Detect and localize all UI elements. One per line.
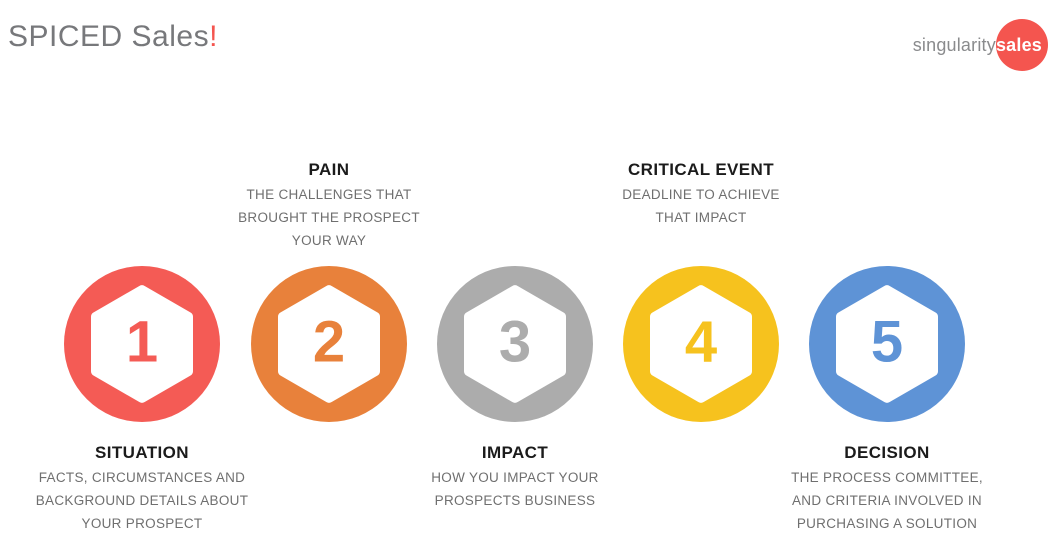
- step-badge: 5: [809, 266, 965, 422]
- step-text-below: SITUATION FACTS, CIRCUMSTANCES AND BACKGRO…: [27, 443, 257, 535]
- hexagon-icon: [650, 285, 752, 403]
- step: 3 IMPACT HOW YOU IMPACT YOUR PROSPECTS BUS…: [400, 0, 630, 550]
- step-text-below: IMPACT HOW YOU IMPACT YOUR PROSPECTS BUSIN…: [400, 443, 630, 512]
- step-badge: 4: [623, 266, 779, 422]
- logo-circle-icon: [996, 19, 1048, 71]
- step-description-line: THE PROCESS COMMITTEE,: [791, 470, 983, 485]
- step-description-line: BACKGROUND DETAILS ABOUT: [35, 493, 249, 508]
- step: 5 DECISION THE PROCESS COMMITTEE, AND CRIT…: [772, 0, 1002, 550]
- step-number: 3: [498, 309, 532, 375]
- hexagon-icon: [464, 285, 566, 403]
- page-title-exclamation: !: [209, 20, 218, 53]
- step-title: PAIN: [308, 160, 350, 179]
- step-number: 4: [684, 309, 718, 375]
- step-text-above: CRITICAL EVENT DEADLINE TO ACHIEVE THAT IM…: [586, 160, 816, 229]
- step-title: SITUATION: [95, 443, 189, 462]
- hexagon-icon: [278, 285, 380, 403]
- hexagon-icon: [91, 285, 193, 403]
- step-badge: 3: [437, 266, 593, 422]
- step-title: CRITICAL EVENT: [627, 160, 775, 179]
- step-description-line: DEADLINE TO ACHIEVE: [622, 187, 780, 202]
- step: 1 SITUATION FACTS, CIRCUMSTANCES AND BACKG…: [27, 0, 257, 550]
- step-description-line: FACTS, CIRCUMSTANCES AND: [38, 470, 246, 485]
- step-text-above: PAIN THE CHALLENGES THAT BROUGHT THE PROSP…: [214, 160, 444, 252]
- step-description-line: PURCHASING A SOLUTION: [796, 516, 978, 531]
- step-text-below: DECISION THE PROCESS COMMITTEE, AND CRITER…: [772, 443, 1002, 535]
- logo-text-suffix: sales: [995, 34, 1042, 55]
- step-description-line: THE CHALLENGES THAT: [246, 187, 412, 202]
- step-number: 5: [870, 309, 904, 375]
- page-title-text: SPICED Sales: [8, 20, 210, 53]
- hexagon-icon: [836, 285, 938, 403]
- step-description-line: HOW YOU IMPACT YOUR: [431, 470, 599, 485]
- step-description-line: AND CRITERIA INVOLVED IN: [792, 493, 982, 508]
- step-description-line: BROUGHT THE PROSPECT: [238, 210, 420, 225]
- page-title: SPICED Sales!: [8, 20, 218, 54]
- step-description-line: THAT IMPACT: [655, 210, 747, 225]
- step-badge: 1: [64, 266, 220, 422]
- step-number: 2: [312, 309, 346, 375]
- step-badge: 2: [251, 266, 407, 422]
- logo-text-prefix: singularity: [912, 34, 996, 55]
- step: PAIN THE CHALLENGES THAT BROUGHT THE PROSP…: [214, 0, 444, 550]
- step-description-line: YOUR PROSPECT: [81, 516, 203, 531]
- step-description-line: PROSPECTS BUSINESS: [434, 493, 596, 508]
- step-number: 1: [125, 309, 159, 375]
- step-description-line: YOUR WAY: [291, 233, 367, 248]
- step-title: DECISION: [844, 443, 930, 462]
- step-title: IMPACT: [481, 443, 549, 462]
- step: CRITICAL EVENT DEADLINE TO ACHIEVE THAT IM…: [586, 0, 816, 550]
